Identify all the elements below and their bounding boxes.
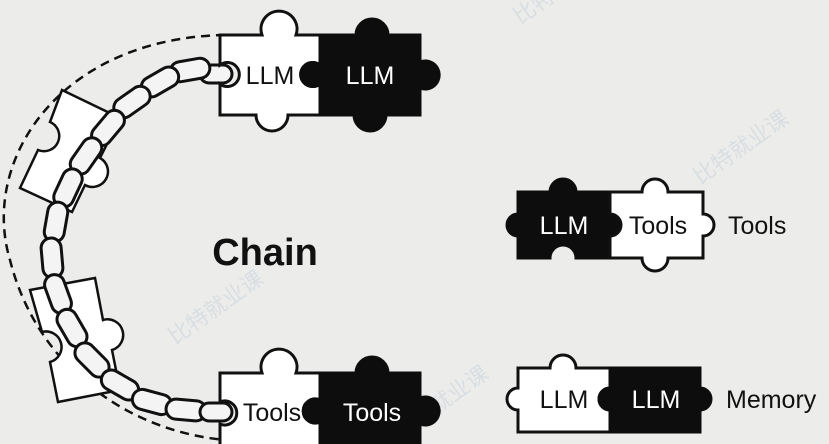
puzzle-label: Tools bbox=[243, 399, 301, 427]
puzzle-label: LLM bbox=[540, 386, 589, 414]
top-puzzle-pair: LLM LLM bbox=[220, 11, 439, 131]
row-side-label: Memory bbox=[726, 386, 817, 414]
puzzle-label: Tools bbox=[629, 212, 687, 240]
diagram-title: Chain bbox=[212, 232, 318, 274]
puzzle-piece-white: LLM bbox=[507, 355, 610, 432]
puzzle-piece-white: Tools bbox=[610, 179, 714, 271]
puzzle-piece-black: LLM bbox=[507, 179, 621, 258]
watermark-text: 比特就业课 bbox=[509, 0, 613, 29]
puzzle-piece-black: LLM bbox=[301, 19, 440, 131]
puzzle-label: LLM bbox=[540, 212, 589, 240]
puzzle-piece-black: Tools bbox=[303, 357, 439, 444]
watermark-text: 比特就业课 bbox=[164, 266, 268, 350]
puzzle-piece-white: Tools bbox=[220, 349, 320, 444]
right-row-2: LLM LLM Memory bbox=[507, 355, 817, 432]
puzzle-label: LLM bbox=[632, 386, 681, 414]
bottom-puzzle-pair: Tools Tools bbox=[220, 349, 439, 444]
puzzle-label: LLM bbox=[346, 62, 395, 90]
row-side-label: Tools bbox=[728, 212, 786, 240]
chain-link bbox=[200, 403, 232, 421]
chain-link bbox=[43, 201, 70, 244]
puzzle-piece-black: LLM bbox=[599, 368, 711, 432]
puzzle-label: Tools bbox=[343, 399, 401, 427]
right-row-1: LLM Tools Tools bbox=[507, 179, 786, 271]
puzzle-label: LLM bbox=[246, 62, 295, 90]
watermark-text: 比特就业课 bbox=[689, 106, 793, 190]
chain-link bbox=[40, 237, 63, 279]
